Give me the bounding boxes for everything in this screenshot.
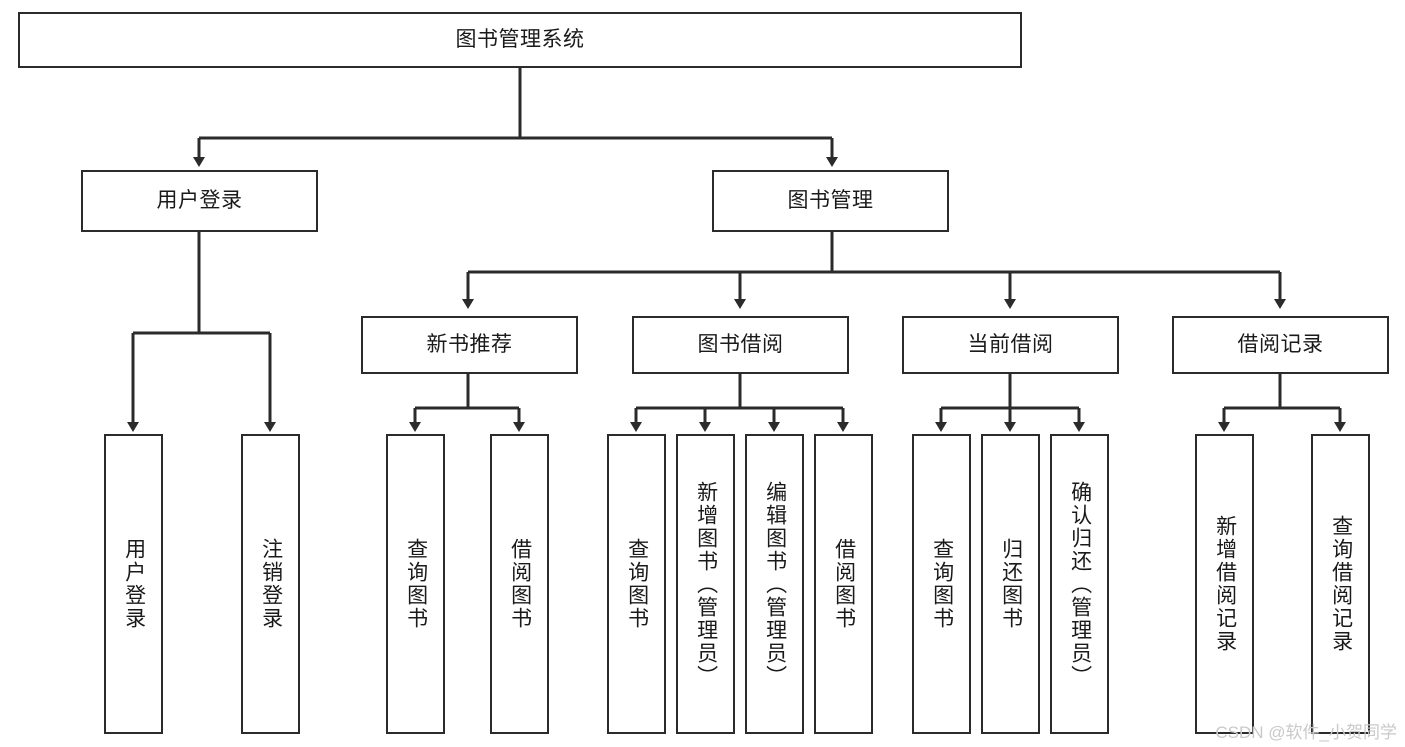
node-leaf-query-record[interactable]: 查询借阅记录 <box>1311 434 1370 734</box>
node-leaf-user-login[interactable]: 用户登录 <box>104 434 163 734</box>
node-root-label: 图书管理系统 <box>455 28 585 52</box>
node-leaf-borrow-book-2-label: 借阅图书 <box>832 538 856 630</box>
node-leaf-user-login-label: 用户登录 <box>122 538 146 630</box>
node-book-management[interactable]: 图书管理 <box>712 170 949 232</box>
node-leaf-query-record-label: 查询借阅记录 <box>1329 515 1353 653</box>
node-current-borrow-label: 当前借阅 <box>967 333 1054 357</box>
node-leaf-query-book-1[interactable]: 查询图书 <box>386 434 445 734</box>
node-new-book-recommend[interactable]: 新书推荐 <box>361 316 578 374</box>
node-leaf-query-book-3-label: 查询图书 <box>930 538 954 630</box>
node-borrow-record[interactable]: 借阅记录 <box>1172 316 1389 374</box>
node-user-login-label: 用户登录 <box>156 189 243 213</box>
node-borrow-record-label: 借阅记录 <box>1237 333 1324 357</box>
node-leaf-return-book[interactable]: 归还图书 <box>981 434 1040 734</box>
node-user-login[interactable]: 用户登录 <box>81 170 318 232</box>
node-leaf-confirm-return-label: 确认归还（管理员） <box>1068 480 1092 688</box>
node-leaf-query-book-1-label: 查询图书 <box>404 538 428 630</box>
node-leaf-borrow-book-2[interactable]: 借阅图书 <box>814 434 873 734</box>
node-leaf-confirm-return[interactable]: 确认归还（管理员） <box>1050 434 1109 734</box>
node-leaf-return-book-label: 归还图书 <box>999 538 1023 630</box>
node-book-borrow-label: 图书借阅 <box>697 333 784 357</box>
node-leaf-add-book[interactable]: 新增图书（管理员） <box>676 434 735 734</box>
node-leaf-user-logout-label: 注销登录 <box>259 538 283 630</box>
node-leaf-edit-book-label: 编辑图书（管理员） <box>763 480 787 688</box>
node-new-book-recommend-label: 新书推荐 <box>426 333 513 357</box>
node-leaf-edit-book[interactable]: 编辑图书（管理员） <box>745 434 804 734</box>
node-leaf-add-record-label: 新增借阅记录 <box>1213 515 1237 653</box>
watermark-text: CSDN @软件_小贺同学 <box>1215 723 1397 742</box>
node-book-borrow[interactable]: 图书借阅 <box>632 316 849 374</box>
node-book-management-label: 图书管理 <box>787 189 874 213</box>
node-leaf-borrow-book-1[interactable]: 借阅图书 <box>490 434 549 734</box>
node-leaf-add-book-label: 新增图书（管理员） <box>694 480 718 688</box>
node-leaf-add-record[interactable]: 新增借阅记录 <box>1195 434 1254 734</box>
node-leaf-user-logout[interactable]: 注销登录 <box>241 434 300 734</box>
node-leaf-query-book-2[interactable]: 查询图书 <box>607 434 666 734</box>
node-leaf-query-book-2-label: 查询图书 <box>625 538 649 630</box>
node-root[interactable]: 图书管理系统 <box>18 12 1022 68</box>
node-current-borrow[interactable]: 当前借阅 <box>902 316 1119 374</box>
node-leaf-query-book-3[interactable]: 查询图书 <box>912 434 971 734</box>
node-leaf-borrow-book-1-label: 借阅图书 <box>508 538 532 630</box>
